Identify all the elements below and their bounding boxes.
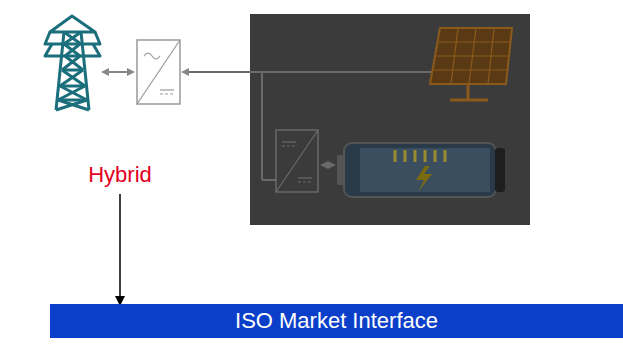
dc-bus	[261, 72, 263, 180]
hybrid-label: Hybrid	[86, 160, 154, 190]
battery-symbol	[337, 143, 505, 197]
node-text: Hybrid	[88, 162, 152, 188]
solar-panel	[430, 28, 512, 100]
connector-arrow	[119, 194, 121, 304]
dc-bus	[262, 179, 276, 181]
dc-converter-symbol	[276, 130, 318, 192]
shaded-panel	[250, 14, 530, 225]
ac-link	[103, 71, 133, 73]
inverter-symbol	[137, 40, 180, 104]
transmission-tower	[45, 16, 100, 110]
node-text: ISO Market Interface	[235, 308, 438, 334]
dc-bus	[183, 71, 440, 73]
dc-link	[322, 164, 334, 166]
market-interface-bar: ISO Market Interface	[50, 304, 623, 338]
